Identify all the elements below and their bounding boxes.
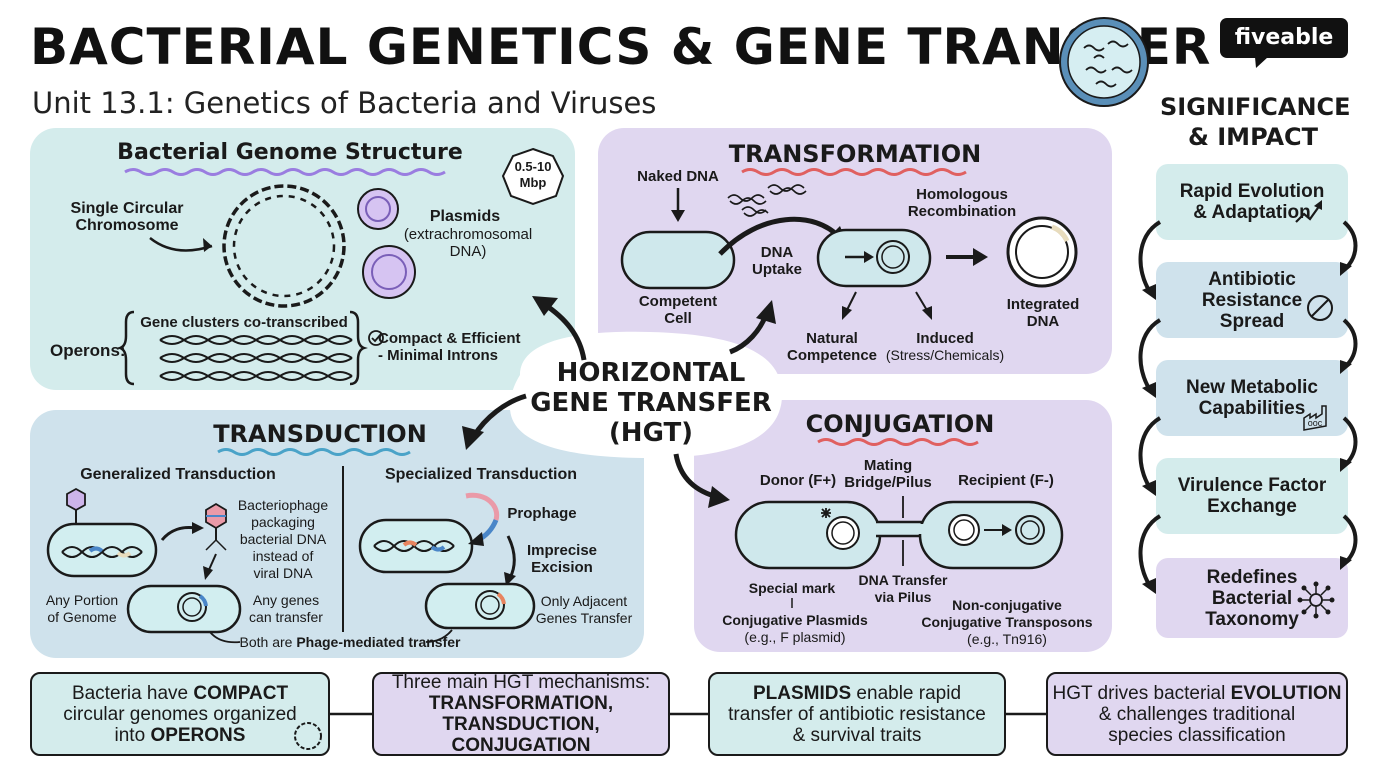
phage-mediated-label: Both are Phage-mediated transfer [239,634,461,650]
significance-heading: SIGNIFICANCE& IMPACT [1160,93,1351,151]
hgt-title: HORIZONTAL GENE TRANSFER (HGT) [530,358,772,448]
sig-item-rapid-evolution: Rapid Evolution& Adaptation [1156,164,1348,240]
genome-heading: Bacterial Genome Structure [117,140,463,165]
specialized-label: Specialized Transduction [384,466,578,483]
induced-sub-label: (Stress/Chemicals) [885,347,1005,363]
donor-label: Donor (F+) [759,472,837,489]
conjugative-plasmids-label: Conjugative Plasmids(e.g., F plasmid) [722,612,868,645]
summary-box-genome: Bacteria have COMPACT circular genomes o… [30,672,330,756]
factory-icon-text: ooc [1307,418,1323,428]
generalized-label: Generalized Transduction [80,466,276,483]
page-title: BACTERIAL GENETICS & GENE TRANSFER [30,18,1212,76]
naked-dna-label: Naked DNA [637,168,719,185]
summary-box-mechanisms: Three main HGT mechanisms: TRANSFORMATIO… [372,672,670,756]
induced-label: Induced [916,330,974,347]
transformation-heading: TRANSFORMATION [728,140,982,168]
operons-desc: Gene clusters co-transcribed [140,314,348,331]
conjugation-heading: CONJUGATION [805,410,995,438]
summary-box-plasmids: PLASMIDS enable rapid transfer of antibi… [708,672,1006,756]
fiveable-logo[interactable]: fiveable [1220,18,1348,58]
prophage-label: Prophage [507,505,577,522]
recipient-label: Recipient (F-) [958,472,1054,489]
transduction-heading: TRANSDUCTION [213,420,427,448]
special-mark-label: Special mark [748,580,836,596]
summary-box-evolution: HGT drives bacterial EVOLUTION & challen… [1046,672,1348,756]
plasmids-label: Plasmids [429,208,501,225]
page-subtitle: Unit 13.1: Genetics of Bacteria and Viru… [32,86,657,120]
compact-label: Compact & Efficient- Minimal Introns [378,330,521,364]
operons-label: Operons: [50,341,126,360]
